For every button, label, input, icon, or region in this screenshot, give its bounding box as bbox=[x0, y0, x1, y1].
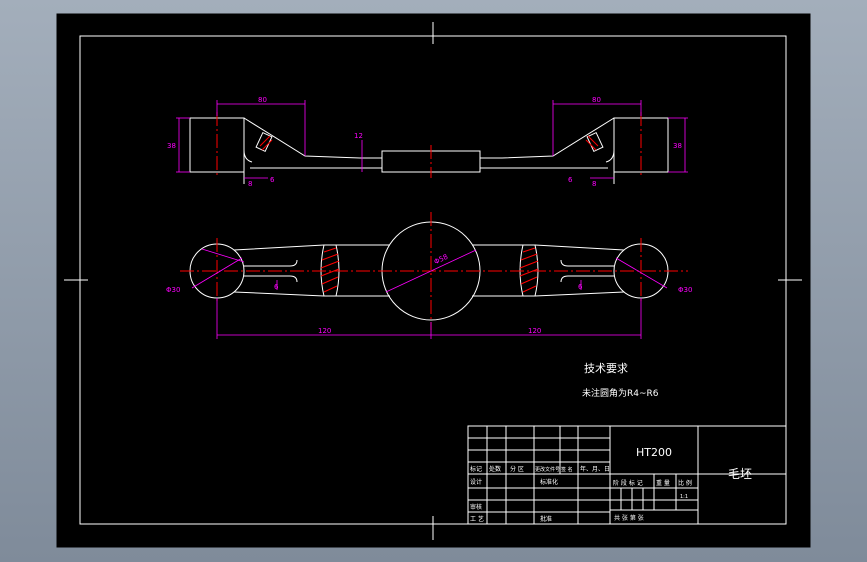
right-section-cut bbox=[519, 244, 539, 297]
front-view[interactable] bbox=[189, 117, 669, 184]
dim-top-left-height: 38 bbox=[167, 142, 176, 150]
drawing-sheet[interactable] bbox=[56, 13, 811, 548]
dim-small-right-b: 8 bbox=[592, 180, 596, 188]
dim-plan-right-dia: Φ30 bbox=[678, 286, 692, 294]
tb-change-doc: 更改文件号 bbox=[535, 466, 560, 473]
dim-small-left-a: 8 bbox=[248, 180, 252, 188]
notes-title: 技术要求 bbox=[584, 362, 628, 375]
dim-small-left-b: 6 bbox=[270, 176, 275, 184]
tb-part-name: 毛坯 bbox=[728, 467, 752, 481]
front-centerlines bbox=[216, 112, 642, 178]
tb-review: 审核 bbox=[470, 503, 482, 511]
front-dimensions bbox=[176, 100, 688, 179]
front-hatching bbox=[259, 135, 599, 151]
tb-zone: 分 区 bbox=[510, 465, 524, 473]
tb-marker: 标记 bbox=[470, 465, 482, 473]
plan-dimensions bbox=[191, 248, 668, 339]
plan-hatching bbox=[320, 247, 539, 293]
dim-plan-left-dia: Φ30 bbox=[166, 286, 180, 294]
plan-right-web bbox=[560, 259, 614, 283]
front-dimension-text: 80 38 80 38 12 8 6 6 8 bbox=[167, 96, 682, 188]
tb-process: 工 艺 bbox=[470, 515, 484, 523]
dim-span-left: 120 bbox=[318, 327, 331, 335]
title-block[interactable] bbox=[467, 425, 787, 525]
tb-standardize: 标准化 bbox=[540, 478, 558, 486]
plan-centerlines bbox=[180, 212, 688, 330]
dim-plan-right-6: 6 bbox=[578, 283, 583, 291]
plan-left-web bbox=[244, 259, 298, 283]
notes-line1: 未注圆角为R4~R6 bbox=[582, 387, 659, 399]
dim-top-right-width: 80 bbox=[592, 96, 601, 104]
technical-requirements: 技术要求 未注圆角为R4~R6 bbox=[582, 362, 659, 399]
tb-design: 设计 bbox=[470, 478, 482, 486]
tb-material: HT200 bbox=[636, 446, 672, 459]
dim-plan-left-6: 6 bbox=[274, 283, 279, 291]
dim-top-right-height: 38 bbox=[673, 142, 682, 150]
tb-date: 年、月、日 bbox=[580, 465, 610, 473]
dim-span-right: 120 bbox=[528, 327, 541, 335]
plan-right-arm bbox=[472, 244, 625, 297]
tb-signature: 签 名 bbox=[561, 466, 573, 473]
tb-approve: 批准 bbox=[540, 515, 552, 523]
left-section-cut bbox=[320, 244, 340, 297]
tb-count: 处数 bbox=[489, 465, 501, 473]
tb-scale: 比 例 bbox=[678, 479, 692, 487]
tb-scale-value: 1:1 bbox=[680, 494, 688, 500]
tb-sheets: 共 张 第 张 bbox=[614, 514, 644, 522]
dim-small-right-a: 6 bbox=[568, 176, 573, 184]
title-block-text: HT200 毛坯 标记 处数 分 区 更改文件号 签 名 年、月、日 设计 标准… bbox=[470, 446, 752, 523]
tb-stage-mark: 阶 段 标 记 bbox=[613, 479, 643, 487]
tb-weight: 重 量 bbox=[656, 479, 670, 487]
dim-top-left-width: 80 bbox=[258, 96, 267, 104]
dim-shaft-dia: 12 bbox=[354, 132, 363, 140]
plan-left-arm bbox=[233, 244, 390, 297]
centering-marks bbox=[64, 22, 802, 540]
